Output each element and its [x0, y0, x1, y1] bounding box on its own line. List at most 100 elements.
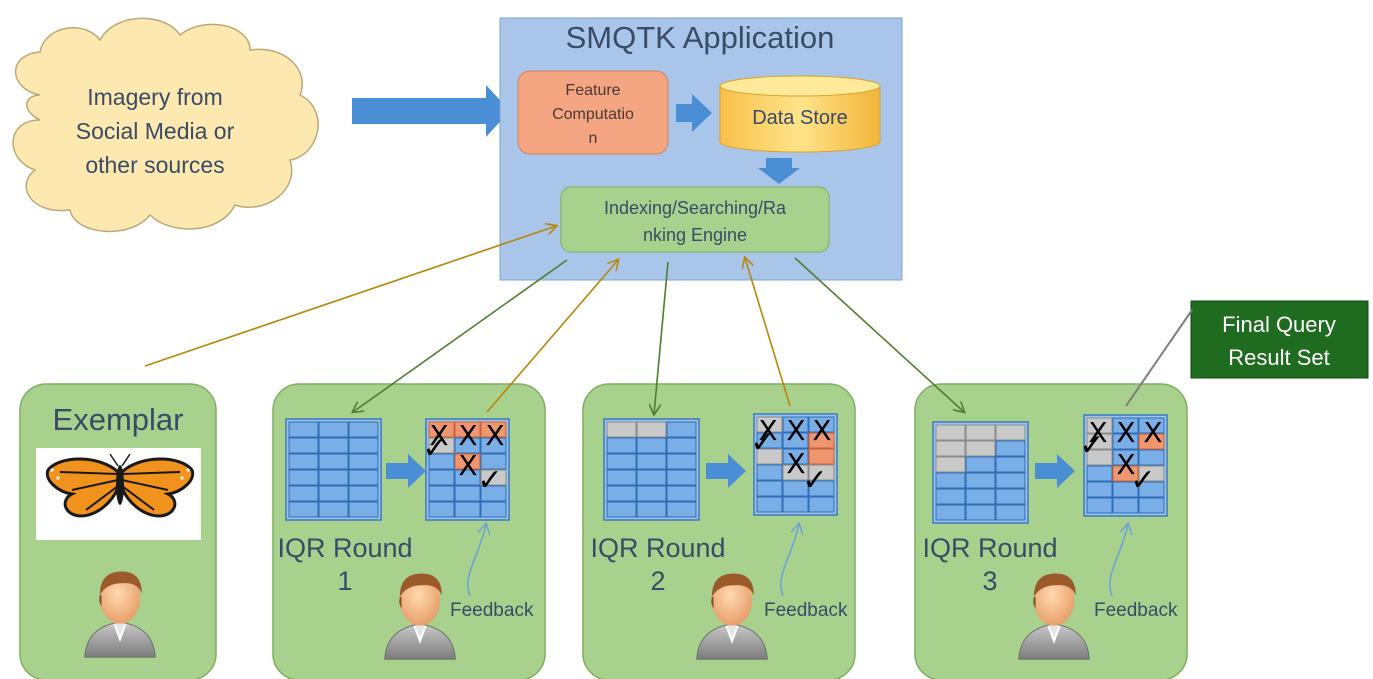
grid-cell — [428, 501, 455, 518]
final-pointer-line — [1125, 309, 1193, 407]
grid-cell — [935, 472, 966, 489]
grid-cell — [666, 453, 697, 470]
grid-cell — [606, 485, 637, 502]
indexing-engine-box: Indexing/Searching/Ra nking Engine — [560, 186, 830, 253]
source-cloud: Imagery from Social Media or other sourc… — [12, 17, 319, 233]
check-mark-icon: ✓ — [802, 463, 827, 498]
grid-cell — [636, 469, 667, 486]
cloud-line-1: Imagery from — [87, 84, 222, 110]
grid-cell — [480, 453, 507, 470]
smqtk-application-box: SMQTK Application Feature Computatio n D… — [499, 17, 903, 281]
grid-cell — [636, 501, 667, 518]
x-mark-icon: X — [786, 414, 805, 447]
x-mark-icon: X — [786, 447, 805, 480]
grid-cell — [935, 456, 966, 473]
store-to-engine-arrow — [758, 158, 800, 184]
grid-cell — [782, 432, 809, 449]
grid-cell — [756, 464, 783, 481]
grid-cell — [666, 501, 697, 518]
x-mark-icon: X — [1088, 416, 1107, 449]
grid-cell — [965, 504, 996, 521]
x-mark-icon: X — [1143, 416, 1162, 449]
check-mark-icon: ✓ — [477, 463, 502, 498]
round-3-title-line-2: 3 — [982, 566, 997, 596]
grid-cell — [606, 421, 637, 438]
grid-cell — [1112, 481, 1139, 498]
grid-cell — [1086, 481, 1113, 498]
grid-cell — [995, 440, 1026, 457]
ingest-arrow — [352, 85, 510, 137]
database-cylinder-icon — [719, 75, 881, 153]
grid-cell — [428, 453, 455, 470]
grid-cell — [965, 456, 996, 473]
grid-cell — [480, 501, 507, 518]
grid-cell — [666, 469, 697, 486]
x-mark-icon: X — [1116, 416, 1135, 449]
x-mark-icon: X — [485, 419, 504, 452]
butterfly-icon — [45, 453, 195, 518]
grid-cell — [756, 432, 783, 449]
grid-cell — [756, 416, 783, 433]
final-line-1: Final Query — [1222, 312, 1336, 337]
round-1-title-line-2: 1 — [337, 566, 352, 596]
grid-cell — [782, 448, 809, 465]
grid-cell — [606, 437, 637, 454]
grid-cell — [288, 437, 319, 454]
grid-cell — [480, 469, 507, 486]
grid-cell — [935, 440, 966, 457]
app-title: SMQTK Application — [566, 20, 835, 55]
grid-cell — [318, 453, 349, 470]
grid-cell — [965, 440, 996, 457]
grid-cell — [1086, 433, 1113, 450]
grid-cell — [606, 453, 637, 470]
exemplar-title: Exemplar — [53, 402, 184, 437]
final-query-result-box: Final Query Result Set — [1190, 300, 1369, 379]
round-3-grid-arrow — [1035, 454, 1075, 488]
final-line-2: Result Set — [1228, 345, 1330, 370]
grid-cell — [808, 432, 835, 449]
x-mark-icon: X — [758, 414, 777, 447]
data-store: Data Store — [719, 75, 881, 153]
grid-cell — [348, 437, 379, 454]
cloud-line-2: Social Media or — [76, 118, 235, 144]
grid-cell — [606, 501, 637, 518]
round1-to-engine-arrow — [486, 260, 618, 413]
grid-cell — [348, 453, 379, 470]
grid-cell — [480, 437, 507, 454]
engine-line-1: Indexing/Searching/Ra — [604, 198, 787, 218]
grid-cell — [454, 469, 481, 486]
grid-cell — [428, 469, 455, 486]
engine-to-round1-arrow — [353, 259, 568, 412]
grid-cell — [808, 448, 835, 465]
grid-cell — [288, 485, 319, 502]
grid-cell — [288, 453, 319, 470]
grid-cell — [782, 496, 809, 513]
grid-cell — [454, 437, 481, 454]
grid-cell — [1138, 497, 1165, 514]
exemplar-to-engine-arrow — [144, 226, 556, 367]
grid-cell — [756, 496, 783, 513]
grid-cell — [636, 421, 667, 438]
grid-cell — [1138, 465, 1165, 482]
grid-cell — [1138, 449, 1165, 466]
round-3-title-line-1: IQR Round — [922, 533, 1057, 563]
grid-cell — [428, 421, 455, 438]
grid-cell — [288, 501, 319, 518]
grid-cell — [1112, 497, 1139, 514]
round-2-feedback-arrow — [780, 524, 799, 597]
grid-cell — [935, 488, 966, 505]
grid-cell — [666, 485, 697, 502]
grid-cell — [318, 469, 349, 486]
grid-cell — [808, 416, 835, 433]
grid-cell — [808, 496, 835, 513]
round-2-title-line-1: IQR Round — [590, 533, 725, 563]
grid-cell — [318, 501, 349, 518]
grid-cell — [636, 485, 667, 502]
grid-cell — [1112, 433, 1139, 450]
grid-cell — [1112, 449, 1139, 466]
engine-line-2: nking Engine — [643, 225, 747, 245]
round-1-grid-arrow — [386, 454, 426, 488]
